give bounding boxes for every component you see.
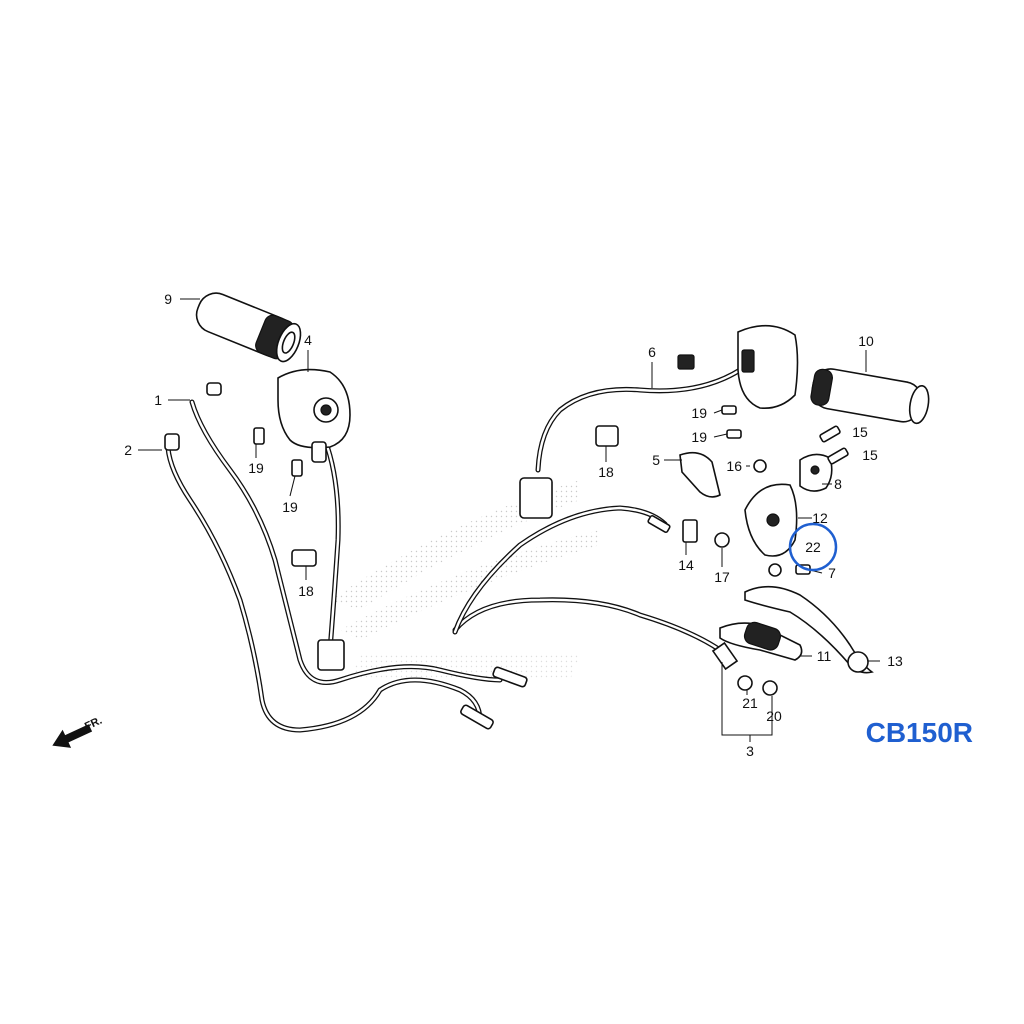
screw-19a	[253, 427, 265, 445]
callout-19c: 19	[691, 405, 707, 421]
callout-4: 4	[304, 332, 312, 348]
cable-adjuster	[711, 641, 739, 671]
cable-end-clutch	[647, 514, 671, 534]
callout-18a: 18	[298, 583, 314, 599]
adjuster-14	[682, 519, 698, 543]
callout-13: 13	[887, 653, 903, 669]
callout-8: 8	[834, 476, 842, 492]
cable-end-2	[460, 704, 494, 730]
screw-19d	[726, 429, 742, 439]
screw-19c	[721, 405, 737, 415]
switch-body-5	[679, 451, 721, 498]
nut-21	[737, 675, 753, 691]
lever-collar	[768, 563, 782, 577]
callout-21: 21	[742, 695, 758, 711]
callout-9: 9	[164, 291, 172, 307]
switch-harness-left	[322, 437, 341, 653]
bolt-16	[753, 459, 767, 473]
callout-11: 11	[817, 648, 832, 664]
lever-cover	[719, 621, 803, 661]
right-switch-housing	[737, 324, 799, 410]
highlight-circle	[788, 522, 838, 572]
callout-20: 20	[766, 708, 782, 724]
callout-10: 10	[858, 333, 874, 349]
harness-clip	[677, 354, 695, 370]
locknut-17	[714, 532, 730, 548]
cable-3	[452, 597, 723, 653]
right-grip	[810, 368, 930, 425]
callout-7: 7	[828, 565, 836, 581]
callout-18b: 18	[598, 464, 614, 480]
lever-bracket	[744, 483, 798, 557]
callout-6: 6	[648, 344, 656, 360]
screw-15b	[827, 447, 849, 465]
callout-16: 16	[726, 458, 742, 474]
watermark	[330, 480, 600, 680]
cable-end-2-top	[164, 433, 180, 451]
nut-20	[762, 680, 778, 696]
screw-19b	[291, 459, 303, 477]
callout-22: 22	[805, 539, 821, 555]
cable-end-1-top	[206, 382, 222, 396]
callout-15a: 15	[852, 424, 868, 440]
clamp-18b	[595, 425, 619, 447]
front-direction-arrow	[52, 724, 93, 748]
callout-19b: 19	[282, 499, 298, 515]
leader-lines	[138, 298, 880, 742]
brake-lever	[744, 585, 874, 674]
callout-19d: 19	[691, 429, 707, 445]
harness-6	[535, 367, 743, 473]
harness-connector	[519, 477, 553, 519]
callout-2: 2	[124, 442, 132, 458]
cable-1	[189, 399, 503, 685]
screw-15a	[819, 425, 841, 443]
callout-5: 5	[652, 452, 660, 468]
model-name: CB150R	[866, 717, 973, 748]
callout-3: 3	[746, 743, 754, 759]
callout-19a: 19	[248, 460, 264, 476]
callout-14: 14	[678, 557, 694, 573]
left-switch-housing	[277, 368, 351, 463]
cable-clutch	[452, 505, 668, 635]
callout-1: 1	[154, 392, 162, 408]
callout-17: 17	[714, 569, 730, 585]
callout-15b: 15	[862, 447, 878, 463]
callout-12: 12	[812, 510, 828, 526]
switch-connector	[311, 441, 327, 463]
lever-holder	[799, 453, 833, 492]
left-harness-connector	[317, 639, 345, 671]
left-grip	[195, 292, 302, 363]
clamp-18a	[291, 549, 317, 567]
cable-2	[165, 445, 483, 733]
cable-end-1	[492, 666, 528, 688]
front-direction-label: FR.	[83, 715, 104, 733]
